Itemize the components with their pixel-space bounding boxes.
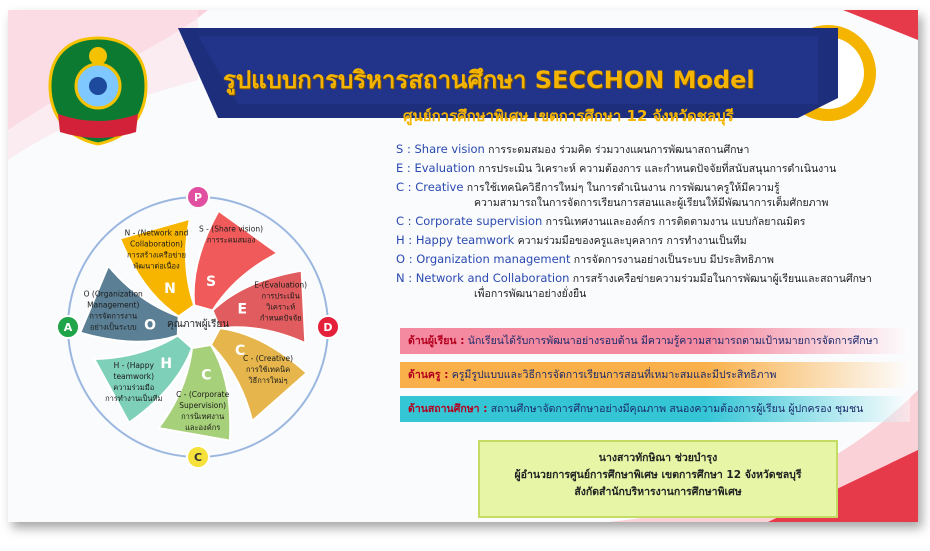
definition-text: ความร่วมมือของครูและบุคลากร การทำงานเป็น… <box>514 235 747 247</box>
cycle-nodes: P D C A <box>56 185 340 469</box>
segment-desc: อย่างเป็นระบบ <box>90 321 137 331</box>
outcome-label: ด้านสถานศึกษา : <box>408 403 488 415</box>
outcome-bar: ด้านสถานศึกษา : สถานศึกษาจัดการศึกษาอย่า… <box>400 396 910 422</box>
cycle-node <box>56 315 80 339</box>
segment-desc: วิธีการใหม่ๆ <box>248 376 288 385</box>
segment-title: S - (Share vision) <box>199 225 263 234</box>
definition-key: C : Corporate supervision <box>396 214 543 228</box>
segment-letter: O <box>144 318 156 334</box>
definition-item: C : Corporate supervision การนิเทศงานและ… <box>396 214 896 230</box>
segment-desc: การประเมิน <box>262 291 300 300</box>
cycle-segment <box>118 217 196 318</box>
definition-text: การสร้างเครือข่ายความร่วมมือในการพัฒนาผู… <box>569 273 872 285</box>
outcome-text: สถานศึกษาจัดการศึกษาอย่างมีคุณภาพ สนองคว… <box>487 403 864 415</box>
segment-letter: C <box>201 367 211 383</box>
segment-title: N - (Network and <box>125 229 189 238</box>
segment-desc: การจัดการงาน <box>89 311 137 320</box>
segment-letter: C <box>235 343 245 359</box>
signature-box: นางสาวทักษิณา ช่วยบำรุง ผู้อำนวยการศูนย์… <box>478 440 838 518</box>
signature-affiliation: สังกัดสำนักบริหารงานการศึกษาพิเศษ <box>574 486 742 498</box>
cycle-node-label: A <box>64 321 73 334</box>
cycle-segment <box>78 263 180 343</box>
cycle-node-label: D <box>323 321 332 334</box>
segment-title: E-(Evaluation) <box>254 280 307 289</box>
outcome-bar: ด้านครู : ครูมีรูปแบบและวิธีการจัดการเรี… <box>400 362 910 388</box>
cycle-segments: S S - (Share vision) การระดมสมอง E E-(Evalua… <box>78 209 309 442</box>
segment-letter: H <box>160 356 172 372</box>
cycle-segment <box>156 343 232 442</box>
definitions-list: S : Share vision การระดมสมอง ร่วมคิด ร่ว… <box>396 142 896 305</box>
definition-item: E : Evaluation การประเมิน วิเคราะห์ ความ… <box>396 161 896 177</box>
definition-item: O : Organization management การจัดการงาน… <box>396 252 896 268</box>
segment-desc: ความร่วมมือ <box>113 383 154 392</box>
poster: รูปแบบการบริหารสถานศึกษา SECCHON Model ศ… <box>8 10 918 522</box>
segment-desc: Supervision) <box>179 401 226 410</box>
definition-item: N : Network and Collaboration การสร้างเค… <box>396 271 896 302</box>
segment-desc: Collaboration) <box>130 240 183 249</box>
outcome-text: ครูมีรูปแบบและวิธีการจัดการเรียนการสอนที… <box>448 369 777 381</box>
segment-desc: การสร้างเครือข่าย <box>127 251 186 260</box>
segment-desc: Management) <box>87 300 139 309</box>
segment-desc: วิเคราะห์ <box>265 302 295 311</box>
definition-item: S : Share vision การระดมสมอง ร่วมคิด ร่ว… <box>396 142 896 158</box>
cycle-segment <box>92 334 194 425</box>
definition-key: S : Share vision <box>396 142 485 156</box>
cycle-segment <box>209 327 309 423</box>
definition-key: N : Network and Collaboration <box>396 271 570 285</box>
definition-key: C : Creative <box>396 180 464 194</box>
segment-desc: กำหนดปัจจัย <box>260 313 302 322</box>
school-logo <box>48 36 148 146</box>
center-label: คุณภาพผู้เรียน <box>167 318 229 330</box>
segment-title: C - (Creative) <box>243 354 293 363</box>
segment-letter: N <box>164 281 176 297</box>
definition-key: E : Evaluation <box>396 161 476 175</box>
segment-desc: การนิเทศงาน <box>181 412 224 421</box>
segment-letter: E <box>237 301 247 317</box>
signature-position: ผู้อำนวยการศูนย์การศึกษาพิเศษ เขตการศึกษ… <box>514 469 802 481</box>
page-title: รูปแบบการบริหารสถานศึกษา SECCHON Model <box>223 66 755 94</box>
secchon-cycle-diagram: S S - (Share vision) การระดมสมอง E E-(Evalua… <box>56 185 340 469</box>
definition-text: การใช้เทคนิควิธีการใหม่ๆ ในการดำเนินงาน … <box>463 182 780 194</box>
cycle-node <box>186 445 210 469</box>
title-banner <box>178 25 876 121</box>
definition-continuation: ความสามารถในการจัดการเรียนการสอนและผู้เร… <box>474 197 829 209</box>
cycle-node <box>186 185 210 209</box>
segment-letter: S <box>206 274 216 290</box>
segment-desc: และองค์กร <box>185 423 220 432</box>
segment-desc: การใช้เทคนิค <box>246 365 290 374</box>
segment-title: C - (Corporate <box>176 390 230 399</box>
outcome-label: ด้านครู : <box>408 369 449 381</box>
definition-item: H : Happy teamwork ความร่วมมือของครูและบ… <box>396 233 896 249</box>
segment-desc: การทำงานเป็นทีม <box>105 393 162 403</box>
segment-desc: การระดมสมอง <box>207 236 256 245</box>
outcome-bar: ด้านผู้เรียน : นักเรียนได้รับการพัฒนาอย่… <box>400 328 910 354</box>
segment-desc: พัฒนาต่อเนื่อง <box>133 261 180 271</box>
cycle-node <box>316 315 340 339</box>
segment-title: H - (Happy <box>114 361 155 370</box>
definition-key: O : Organization management <box>396 252 571 266</box>
cycle-segment <box>192 209 280 312</box>
outcome-label: ด้านผู้เรียน : <box>408 335 465 347</box>
definition-item: C : Creative การใช้เทคนิควิธีการใหม่ๆ ใน… <box>396 180 896 211</box>
page-subtitle: ศูนย์การศึกษาพิเศษ เขตการศึกษา 12 จังหวั… <box>403 107 734 125</box>
cycle-segment <box>211 269 307 345</box>
cycle-node-label: C <box>194 451 202 464</box>
signature-name: นางสาวทักษิณา ช่วยบำรุง <box>598 452 718 464</box>
definition-text: การระดมสมอง ร่วมคิด ร่วมวางแผนการพัฒนาสถ… <box>484 144 750 156</box>
definition-key: H : Happy teamwork <box>396 233 515 247</box>
definition-text: การนิเทศงานและองค์กร การติดตามงาน แบบกัล… <box>542 216 806 228</box>
cycle-node-label: P <box>194 191 202 204</box>
segment-desc: teamwork) <box>114 372 155 381</box>
outcome-text: นักเรียนได้รับการพัฒนาอย่างรอบด้าน มีควา… <box>464 335 879 347</box>
definition-continuation: เพื่อการพัฒนาอย่างยั่งยืน <box>474 288 587 300</box>
definition-text: การจัดการงานอย่างเป็นระบบ มีประสิทธิภาพ <box>570 254 774 266</box>
definition-text: การประเมิน วิเคราะห์ ความต้องการ และกำหน… <box>475 163 837 175</box>
segment-title: O (Organization <box>84 289 143 298</box>
